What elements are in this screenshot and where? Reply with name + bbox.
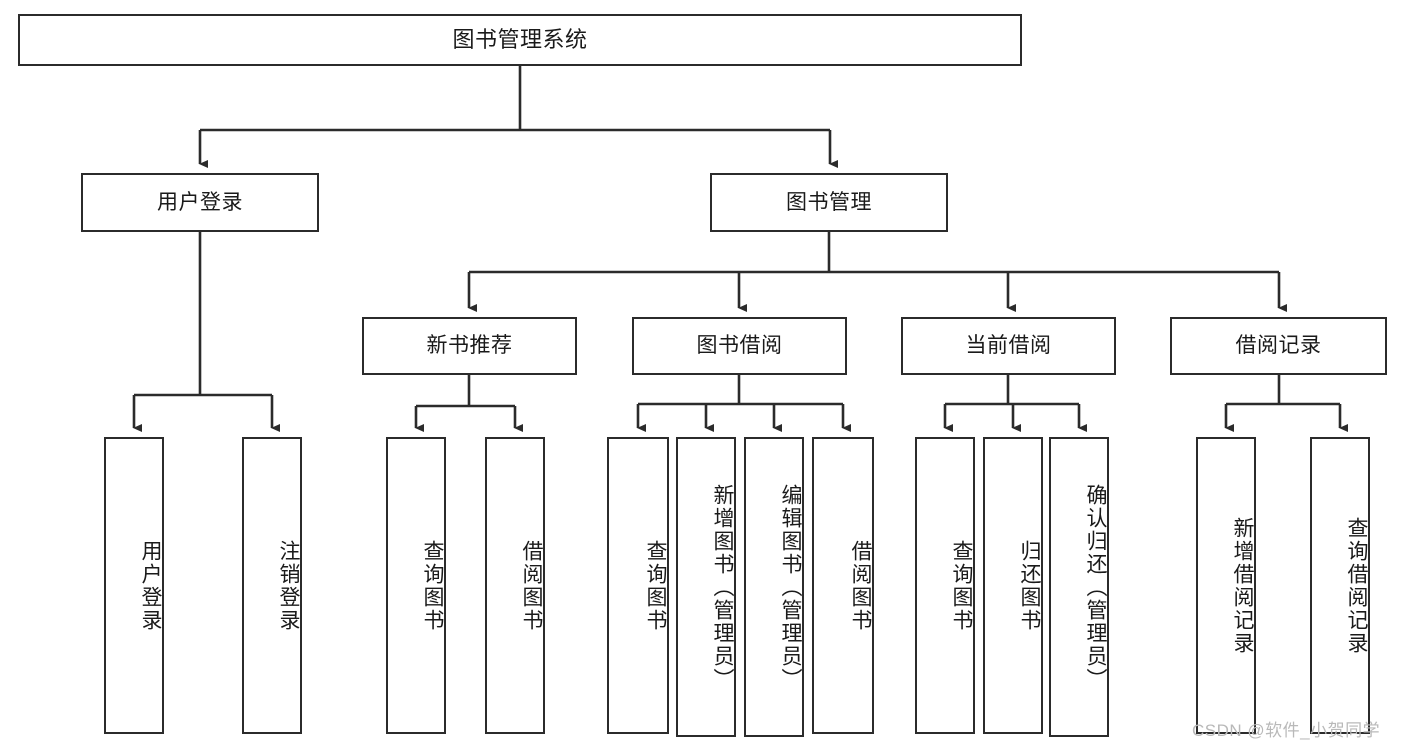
leaf-query-borrow-record[interactable]: 查询借阅记录 (1310, 437, 1370, 734)
leaf-add-book-admin-label: 新增图书（管理员） (711, 483, 734, 691)
leaf-edit-book-admin-label: 编辑图书（管理员） (779, 483, 802, 691)
leaf-newbook-borrow-book-label: 借阅图书 (520, 539, 543, 632)
leaf-user-logout[interactable]: 注销登录 (242, 437, 302, 734)
leaf-current-query-book-label: 查询图书 (950, 539, 973, 632)
node-book-borrow[interactable]: 图书借阅 (632, 317, 847, 375)
node-borrow-records-label: 借阅记录 (1235, 334, 1322, 358)
leaf-query-borrow-record-label: 查询借阅记录 (1345, 516, 1368, 655)
leaf-confirm-return-admin[interactable]: 确认归还（管理员） (1049, 437, 1109, 737)
csdn-watermark: CSDN @软件_小贺同学 (1192, 721, 1381, 740)
node-book-management-label: 图书管理 (786, 190, 872, 214)
leaf-borrow-query-book[interactable]: 查询图书 (607, 437, 669, 734)
node-current-borrow[interactable]: 当前借阅 (901, 317, 1116, 375)
leaf-user-logout-label: 注销登录 (277, 539, 300, 632)
leaf-user-login-label: 用户登录 (139, 539, 162, 632)
leaf-edit-book-admin[interactable]: 编辑图书（管理员） (744, 437, 804, 737)
leaf-borrow-query-book-label: 查询图书 (644, 539, 667, 632)
node-new-book-recommend-label: 新书推荐 (426, 334, 513, 358)
node-borrow-records[interactable]: 借阅记录 (1170, 317, 1387, 375)
leaf-newbook-query-book-label: 查询图书 (421, 539, 444, 632)
node-user-login-label: 用户登录 (157, 190, 243, 214)
node-new-book-recommend[interactable]: 新书推荐 (362, 317, 577, 375)
node-book-borrow-label: 图书借阅 (696, 334, 783, 358)
leaf-newbook-borrow-book[interactable]: 借阅图书 (485, 437, 545, 734)
leaf-user-login[interactable]: 用户登录 (104, 437, 164, 734)
node-current-borrow-label: 当前借阅 (965, 334, 1052, 358)
node-root[interactable]: 图书管理系统 (18, 14, 1022, 66)
node-user-login[interactable]: 用户登录 (81, 173, 319, 232)
leaf-add-book-admin[interactable]: 新增图书（管理员） (676, 437, 736, 737)
leaf-confirm-return-admin-label: 确认归还（管理员） (1084, 483, 1107, 691)
leaf-borrow-book[interactable]: 借阅图书 (812, 437, 874, 734)
leaf-return-book[interactable]: 归还图书 (983, 437, 1043, 734)
leaf-borrow-book-label: 借阅图书 (849, 539, 872, 632)
leaf-add-borrow-record[interactable]: 新增借阅记录 (1196, 437, 1256, 734)
leaf-newbook-query-book[interactable]: 查询图书 (386, 437, 446, 734)
leaf-add-borrow-record-label: 新增借阅记录 (1231, 516, 1254, 655)
leaf-return-book-label: 归还图书 (1018, 539, 1041, 632)
node-root-label: 图书管理系统 (452, 26, 588, 52)
node-book-management[interactable]: 图书管理 (710, 173, 948, 232)
leaf-current-query-book[interactable]: 查询图书 (915, 437, 975, 734)
